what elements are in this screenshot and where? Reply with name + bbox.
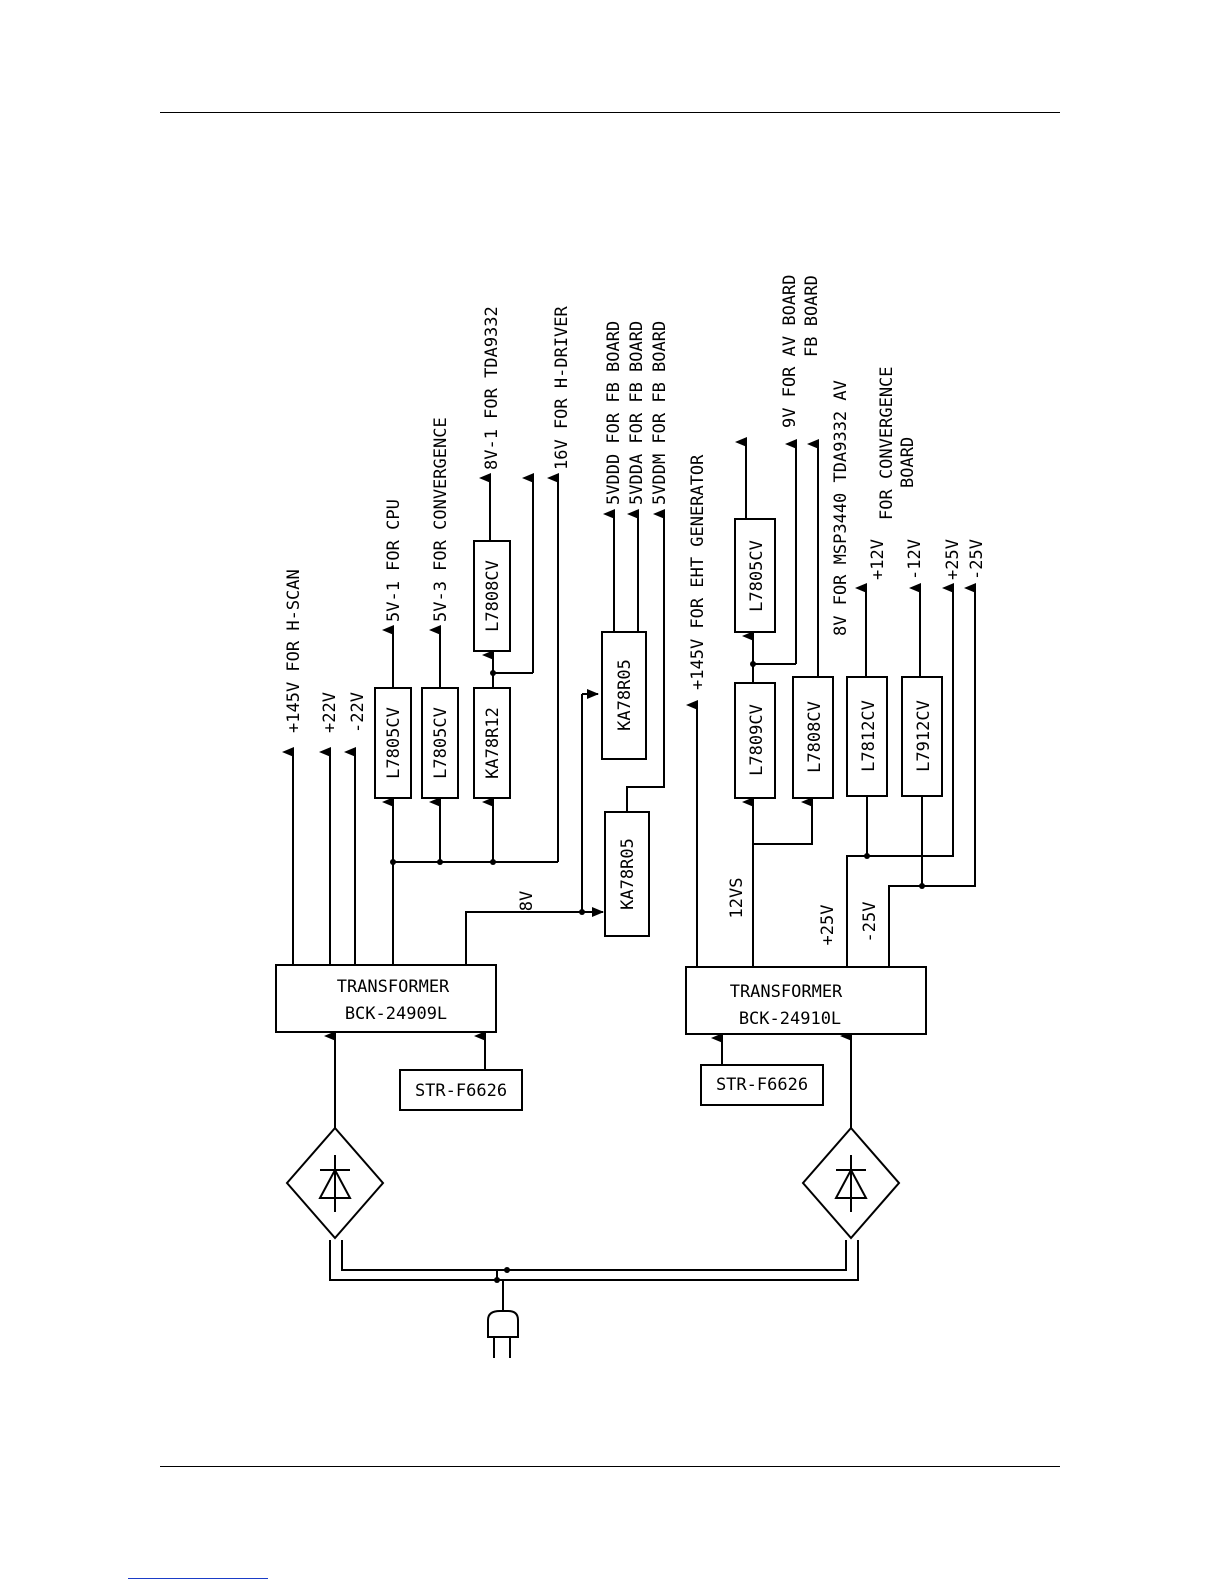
transformer-right [685,966,927,1035]
transformer-left [275,964,497,1033]
regulator-l7808cv-tda-label: L7808CV [483,560,503,632]
wire-minus25v [888,583,976,967]
regulator-l7805cv-av-label: L7805CV [747,540,767,612]
regulator-ka78r05-in [604,811,650,937]
label-12vs: 12VS [727,878,747,919]
label-plus25v: +25V [818,905,838,946]
controller-right-label: STR-F6626 [716,1075,808,1095]
regulator-l7809cv-label: L7809CV [747,704,767,776]
label-145v-eht: +145V FOR EHT GENERATOR [688,454,708,690]
l7809cv-output [742,439,797,683]
label-8v-msp: 8V FOR MSP3440 TDA9332 AV [831,380,851,636]
label-9v-av: 9V FOR AV BOARD [780,274,800,428]
regulator-ka78r05-fb [601,631,647,760]
wire-8v [465,689,604,965]
label-8v: 8V [517,891,537,911]
footer-rule [160,1466,1060,1467]
regulator-l7812cv [846,676,888,797]
bridge-rectifier-left-icon [285,1126,385,1240]
bridge-rectifier-right-icon [801,1126,901,1240]
regulator-ka78r12-label: KA78R12 [483,707,503,779]
transformer-right-name: TRANSFORMER [730,982,843,1002]
label-145v-hscan: +145V FOR H-SCAN [284,569,304,733]
label-plus25v-out: +25V [943,539,963,580]
label-minus25v-out: -25V [967,539,987,580]
left-regulator-bus [382,473,559,965]
regulator-l7808cv-tda [473,540,511,652]
label-8v1-tda: 8V-1 FOR TDA9332 [482,306,502,470]
label-plus22v: +22V [320,692,340,733]
regulator-l7808cv-msp [792,676,834,799]
mains-input-wires [329,1240,859,1283]
regulator-l7805cv-cpu-label: L7805CV [384,707,404,779]
label-5v3-conv: 5V-3 FOR CONVERGENCE [431,417,451,622]
regulator-ka78r05-in-label: KA78R05 [618,838,638,910]
label-conv-board-2: BOARD [898,437,918,488]
footer-link[interactable] [128,1578,268,1579]
regulator-l7808cv-msp-label: L7808CV [805,701,825,773]
wire-plus25v [846,583,954,967]
transformer-left-part: BCK-24909L [345,1004,447,1024]
regulator-l7805cv-conv [421,687,459,799]
regulator-l7809cv [734,682,776,799]
header-rule [160,112,1060,113]
label-5v1-cpu: 5V-1 FOR CPU [384,499,404,622]
regulator-l7812cv-label: L7812CV [859,700,879,772]
ka78r12-output [482,473,534,688]
controller-left [399,1069,523,1111]
label-16v-hdriver: 16V FOR H-DRIVER [552,305,572,470]
regulator-l7912cv [901,676,943,797]
wire-12vs [742,797,813,967]
wire-5vddm [626,509,665,812]
transformer-right-part: BCK-24910L [739,1009,841,1029]
regulator-l7805cv-av [734,518,776,633]
label-minus12v: -12V [905,539,925,580]
regulator-ka78r05-fb-label: KA78R05 [615,659,635,731]
mains-plug-icon [487,1280,519,1358]
transformer-left-name: TRANSFORMER [337,977,450,997]
regulator-l7912cv-label: L7912CV [914,700,934,772]
controller-left-label: STR-F6626 [415,1081,507,1101]
label-5vddd: 5VDDD FOR FB BOARD [604,321,624,505]
controller-right [700,1064,824,1106]
regulator-ka78r12 [473,687,511,799]
label-plus12v: +12V [868,539,888,580]
label-conv-board-1: FOR CONVERGENCE [877,366,897,520]
label-fb-board: FB BOARD [802,275,822,357]
label-5vddm: 5VDDM FOR FB BOARD [650,321,670,505]
regulator-l7805cv-conv-label: L7805CV [431,707,451,779]
label-5vdda: 5VDDA FOR FB BOARD [627,321,647,505]
label-minus25v: -25V [860,902,880,943]
label-minus22v: -22V [348,692,368,733]
